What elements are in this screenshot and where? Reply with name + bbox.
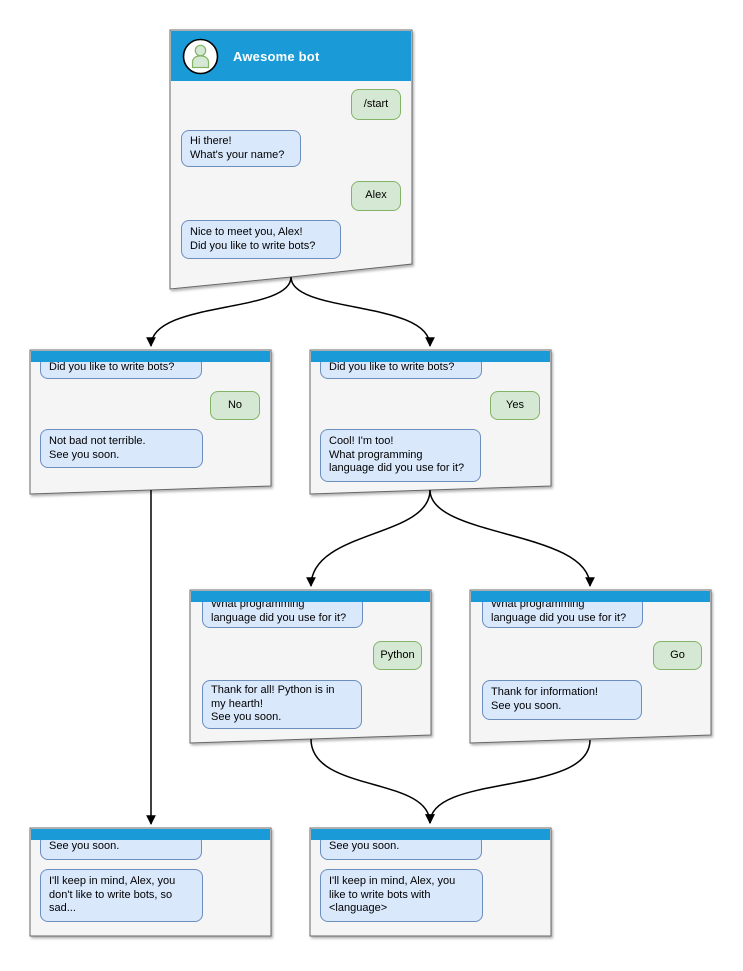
bot-message-bubble: I'll keep in mind, Alex, you like to wri… — [320, 869, 483, 922]
python-window-titlebar — [191, 591, 430, 602]
arrow-start-to-no — [146, 276, 292, 347]
bot-message-bubble: Thank for information! See you soon. — [482, 680, 642, 720]
user-message-bubble: No — [210, 391, 260, 420]
bot-message-bubble: Nice to meet you, Alex! Did you like to … — [181, 220, 341, 259]
chat-window-title: Awesome bot — [233, 48, 320, 64]
user-message-bubble: Yes — [490, 391, 540, 420]
bot-message-bubble: Cool! I'm too! What programming language… — [320, 429, 481, 482]
person-icon — [182, 38, 219, 75]
bot-message-bubble: Hi there! What's your name? — [181, 130, 301, 167]
bot-message-bubble: I'll keep in mind, Alex, you don't like … — [40, 869, 203, 922]
user-message-bubble: Python — [373, 641, 422, 670]
arrow-yes-to-go — [429, 489, 595, 587]
bye-language-window-titlebar — [311, 829, 550, 840]
bot-message-bubble: Not bad not terrible. See you soon. — [40, 429, 203, 468]
yes-branch-window-titlebar — [311, 351, 550, 362]
arrow-go-to-bye — [425, 739, 591, 824]
user-message-bubble: Alex — [351, 181, 401, 211]
user-message-bubble: /start — [351, 89, 401, 120]
no-branch-window-titlebar — [31, 351, 270, 362]
bot-message-bubble: Thank for all! Python is in my hearth! S… — [202, 680, 362, 729]
user-message-bubble: Go — [653, 641, 702, 670]
start-window-titlebar: Awesome bot — [171, 31, 411, 81]
bye-no-window-titlebar — [31, 829, 270, 840]
arrow-yes-to-python — [306, 489, 431, 587]
arrow-start-to-yes — [290, 276, 435, 347]
go-window-titlebar — [471, 591, 710, 602]
arrow-python-to-bye — [310, 738, 435, 824]
